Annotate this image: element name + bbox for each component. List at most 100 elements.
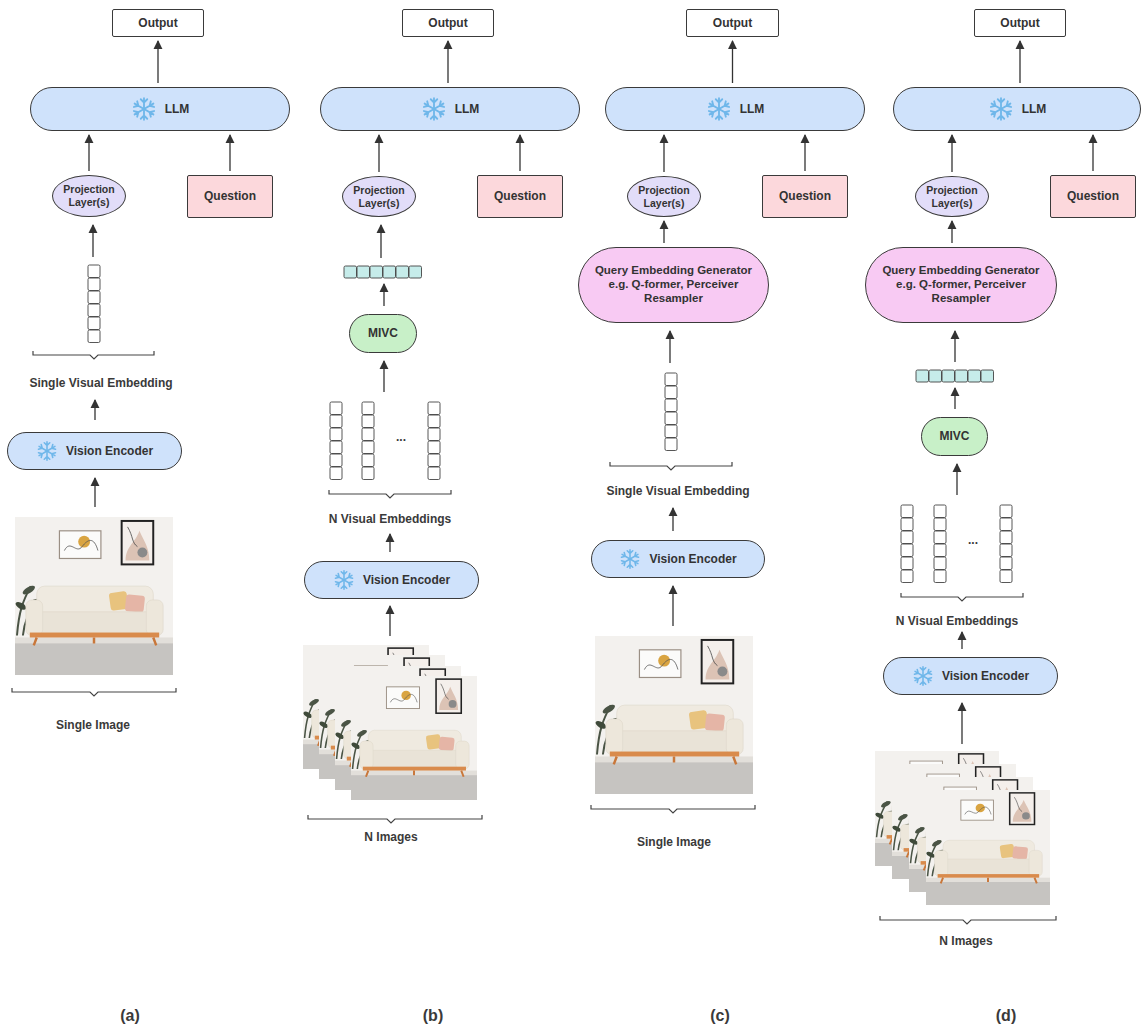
node-content: MIVC [368, 326, 398, 340]
node-label: Question [204, 189, 256, 203]
query-embedding-generator: Query Embedding Generator e.g. Q-former,… [578, 247, 769, 323]
vision-encoder: Vision Encoder [304, 561, 479, 599]
projection-layer: Projection Layer(s) [915, 176, 989, 217]
node-label: LLM [740, 102, 765, 116]
node-content: Query Embedding Generator e.g. Q-former,… [879, 264, 1043, 305]
frozen-icon [706, 96, 732, 122]
llm-box: LLM [30, 87, 290, 131]
output-box: Output [974, 9, 1066, 37]
node-label: Query Embedding Generator e.g. Q-former,… [592, 264, 755, 305]
node-content: Output [713, 16, 752, 30]
node-label: Output [1000, 16, 1039, 30]
node-label: Projection Layer(s) [920, 184, 984, 209]
node-content: LLM [131, 96, 190, 122]
node-label: Projection Layer(s) [57, 183, 121, 208]
node-content: Question [204, 189, 256, 203]
projection-layer: Projection Layer(s) [627, 176, 701, 217]
flow-arrow [732, 41, 733, 83]
flow-arrow [378, 135, 379, 172]
node-label: Output [138, 16, 177, 30]
flow-arrow [1092, 135, 1093, 171]
flow-arrow [951, 221, 952, 243]
projection-layer: Projection Layer(s) [342, 176, 416, 217]
node-content: MIVC [940, 429, 970, 443]
flow-arrow [157, 41, 158, 83]
node-label: Vision Encoder [649, 552, 736, 566]
flow-arrow [229, 135, 230, 171]
panel-label: (a) [120, 1007, 140, 1025]
node-content: Vision Encoder [333, 569, 450, 591]
output-box: Output [402, 9, 494, 37]
llm-box: LLM [893, 87, 1141, 131]
node-label: Question [779, 189, 831, 203]
node-label: MIVC [940, 429, 970, 443]
node-content: Question [1067, 189, 1119, 203]
caption-label: Single Image [637, 835, 711, 849]
node-label: Question [494, 189, 546, 203]
node-label: LLM [165, 102, 190, 116]
caption-label: Single Visual Embedding [606, 484, 749, 498]
node-content: Question [779, 189, 831, 203]
node-content: LLM [988, 96, 1047, 122]
caption-label: Single Visual Embedding [29, 376, 172, 390]
node-label: Projection Layer(s) [347, 184, 411, 209]
panel-label: (b) [423, 1007, 443, 1025]
node-content: Projection Layer(s) [57, 183, 121, 208]
node-content: Vision Encoder [36, 440, 153, 462]
flow-arrow [951, 135, 952, 172]
vision-encoder: Vision Encoder [883, 657, 1058, 695]
caption-label: N Visual Embeddings [329, 512, 451, 526]
mivc-module: MIVC [921, 417, 988, 456]
mivc-module: MIVC [349, 314, 417, 353]
question-box: Question [762, 175, 848, 218]
caption-label: N Visual Embeddings [896, 614, 1018, 628]
frozen-icon [333, 569, 355, 591]
node-content: Question [494, 189, 546, 203]
node-label: Output [713, 16, 752, 30]
node-content: Output [428, 16, 467, 30]
caption-label: ... [396, 430, 406, 444]
flow-arrow [1019, 41, 1020, 83]
frozen-icon [36, 440, 58, 462]
node-label: Vision Encoder [942, 669, 1029, 683]
node-label: Query Embedding Generator e.g. Q-former,… [879, 264, 1043, 305]
caption-label: Single Image [56, 718, 130, 732]
question-box: Question [1050, 175, 1136, 218]
frozen-icon [131, 96, 157, 122]
frozen-icon [619, 548, 641, 570]
output-box: Output [686, 9, 779, 37]
caption-label: ... [968, 533, 978, 547]
node-label: Projection Layer(s) [632, 184, 696, 209]
flow-arrow [88, 135, 89, 171]
node-content: Query Embedding Generator e.g. Q-former,… [592, 264, 755, 305]
node-content: Projection Layer(s) [920, 184, 984, 209]
node-label: LLM [1022, 102, 1047, 116]
flow-arrow [804, 135, 805, 171]
node-content: Projection Layer(s) [347, 184, 411, 209]
node-content: Projection Layer(s) [632, 184, 696, 209]
node-content: LLM [706, 96, 765, 122]
node-label: Question [1067, 189, 1119, 203]
query-embedding-generator: Query Embedding Generator e.g. Q-former,… [865, 247, 1057, 323]
flow-arrow [447, 41, 448, 83]
projection-layer: Projection Layer(s) [52, 175, 126, 217]
llm-box: LLM [320, 87, 580, 131]
vision-encoder: Vision Encoder [591, 540, 765, 578]
panel-label: (c) [710, 1007, 730, 1025]
llm-box: LLM [605, 87, 865, 131]
caption-label: N Images [364, 830, 417, 844]
caption-label: N Images [939, 934, 992, 948]
question-box: Question [477, 175, 563, 218]
flow-arrow [519, 135, 520, 171]
node-content: Vision Encoder [912, 665, 1029, 687]
node-label: LLM [455, 102, 480, 116]
flow-arrow [663, 221, 664, 243]
node-content: Output [1000, 16, 1039, 30]
node-label: Output [428, 16, 467, 30]
flow-arrow [663, 135, 664, 172]
node-label: MIVC [368, 326, 398, 340]
frozen-icon [912, 665, 934, 687]
panel-label: (d) [996, 1007, 1016, 1025]
